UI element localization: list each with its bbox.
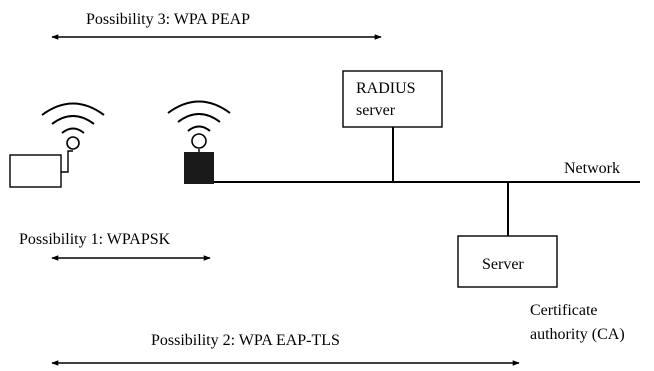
radius-server-label-line1: RADIUS [356,80,416,97]
laptop-icon [9,154,62,188]
possibility-2-label: Possibility 2: WPA EAP-TLS [151,332,340,349]
client-device [9,102,105,188]
radius-server-label-line2: server [356,102,396,119]
possibility-1-label: Possibility 1: WPAPSK [19,231,171,248]
server-label: Server [482,256,524,273]
certificate-authority-label-line2: authority (CA) [530,326,625,343]
radius-server-box [342,70,443,128]
possibility-3-label: Possibility 3: WPA PEAP [86,11,250,28]
access-point-antenna-icon [191,133,207,149]
laptop-cable [61,150,73,173]
access-point-wifi-waves-icon [167,100,231,132]
server-box [457,235,558,288]
client-wifi-waves-icon [41,102,105,134]
client-antenna-icon [66,136,80,150]
certificate-authority-label-line1: Certificate [530,302,598,319]
network-label: Network [564,160,620,177]
access-point-box-icon [184,152,214,184]
access-point [167,100,231,184]
